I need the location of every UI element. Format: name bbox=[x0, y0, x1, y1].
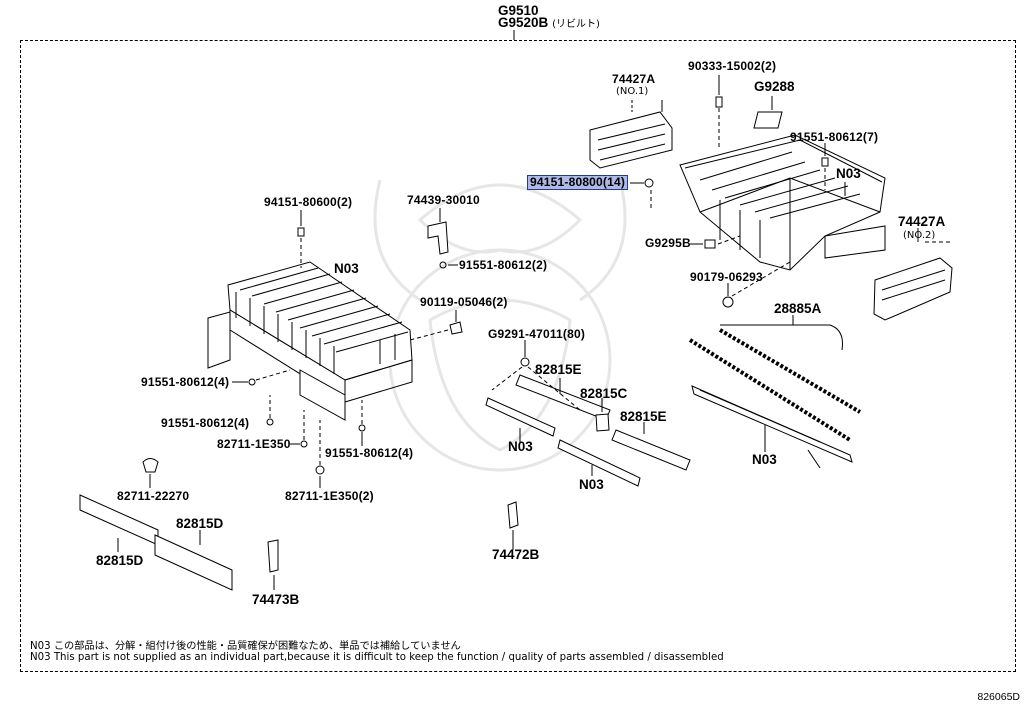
cover-74472b bbox=[507, 501, 519, 529]
sensor-90119 bbox=[449, 321, 463, 335]
label-28885a: 28885A bbox=[774, 301, 822, 316]
label-82815d-b: 82815D bbox=[96, 553, 144, 568]
label-n03-busbar-b: N03 bbox=[579, 477, 604, 492]
label-74473b: 74473B bbox=[252, 592, 300, 607]
label-91551-80612-4-a: 91551-80612(4) bbox=[141, 375, 230, 389]
footnote-japanese: N03 この部品は、分解・組付け後の性能・品質確保が困難なため、単品では補給して… bbox=[30, 641, 461, 652]
nut-82711 bbox=[300, 440, 308, 448]
label-82815e-b: 82815E bbox=[620, 409, 667, 424]
label-90333-15002: 90333-15002(2) bbox=[688, 59, 777, 73]
label-94151-80800-highlighted[interactable]: 94151-80800(14) bbox=[526, 175, 629, 190]
label-82815d-a: 82815D bbox=[176, 516, 224, 531]
label-91551-80612-7: 91551-80612(7) bbox=[790, 130, 879, 144]
label-94151-80600: 94151-80600(2) bbox=[264, 195, 353, 209]
label-g9288: G9288 bbox=[754, 79, 795, 94]
battery-cover-drawing bbox=[679, 134, 886, 271]
assembly-rebuilt-number: G9520B (リビルト) bbox=[498, 16, 600, 31]
label-74427a-no2-sub: (NO.2) bbox=[903, 230, 936, 241]
label-g9295b: G9295B bbox=[645, 236, 691, 250]
label-82711-22270: 82711-22270 bbox=[117, 489, 190, 503]
clip-82711-22270 bbox=[142, 458, 159, 473]
bracket-74439 bbox=[427, 221, 449, 255]
label-90119-05046: 90119-05046(2) bbox=[420, 295, 508, 309]
reference-code: 826065D bbox=[977, 691, 1020, 703]
busbar-82815e-b bbox=[611, 422, 691, 471]
bracket-no2-drawing bbox=[873, 257, 953, 321]
label-74472b: 74472B bbox=[492, 547, 540, 562]
busbar-n03-b bbox=[557, 439, 641, 487]
label-g9291-47011: G9291-47011(80) bbox=[488, 327, 586, 341]
label-82815c: 82815C bbox=[580, 386, 628, 401]
label-n03-stack: N03 bbox=[334, 261, 359, 276]
label-82711-1e350: 82711-1E350 bbox=[217, 437, 291, 451]
label-91551-80612-4-b: 91551-80612(4) bbox=[161, 416, 250, 430]
label-82711-1e350-2: 82711-1E350(2) bbox=[285, 489, 374, 503]
label-91551-80612-2: 91551-80612(2) bbox=[459, 258, 548, 272]
label-74439-30010: 74439-30010 bbox=[407, 193, 480, 207]
diagram-frame bbox=[20, 40, 1016, 672]
seal-g9288 bbox=[753, 111, 783, 129]
busbar-82815d-a bbox=[79, 494, 159, 552]
busbar-82815d-b bbox=[154, 530, 233, 591]
label-n03-harness: N03 bbox=[752, 452, 777, 467]
bolt-90179 bbox=[722, 296, 734, 308]
assembly-rebuilt-code: G9520B bbox=[498, 15, 549, 30]
assembly-rebuilt-note: (リビルト) bbox=[552, 19, 600, 30]
clip-90333 bbox=[715, 96, 723, 108]
harness-drawing bbox=[688, 324, 862, 469]
label-91551-80612-4-c: 91551-80612(4) bbox=[325, 446, 414, 460]
label-n03-cover: N03 bbox=[836, 166, 861, 181]
label-n03-busbar-a: N03 bbox=[508, 439, 533, 454]
footnote-english: N03 This part is not supplied as an indi… bbox=[30, 652, 724, 663]
watermark-emblem bbox=[373, 179, 627, 472]
battery-stack-drawing bbox=[207, 261, 413, 421]
label-90179-06293: 90179-06293 bbox=[690, 270, 763, 284]
busbar-n03-a bbox=[485, 397, 556, 442]
label-74427a-no1: 74427A bbox=[612, 72, 656, 86]
label-74427a-no2: 74427A bbox=[898, 214, 946, 229]
cover-74473b bbox=[267, 539, 279, 573]
assembly-number: G9510 bbox=[498, 3, 539, 18]
label-82815e-a: 82815E bbox=[535, 362, 582, 377]
nut-94151-80800 bbox=[644, 178, 654, 188]
label-74427a-no1-sub: (NO.1) bbox=[616, 86, 649, 97]
bracket-no1-drawing bbox=[589, 100, 673, 169]
clip-82815c bbox=[595, 413, 610, 432]
